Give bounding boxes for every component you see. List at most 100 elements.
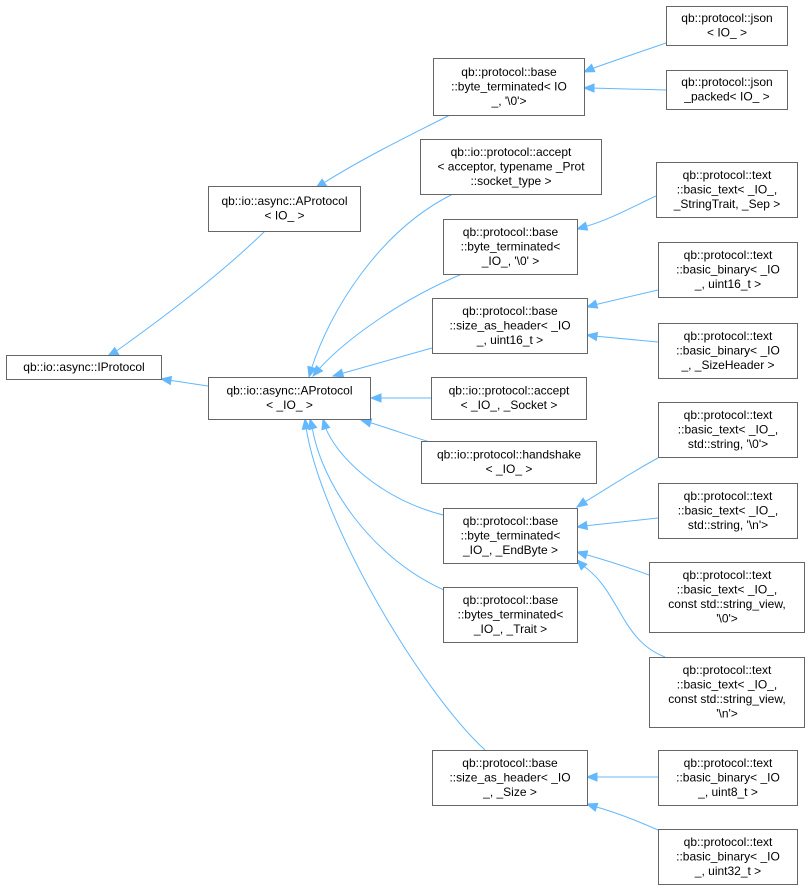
edge-line bbox=[583, 195, 657, 228]
class-node-byte-term-endbyte[interactable]: qb::protocol::base::byte_terminated<_IO_… bbox=[443, 508, 578, 564]
class-node-byte-term-io-0[interactable]: qb::protocol::base::byte_terminated< IO_… bbox=[433, 58, 585, 116]
class-box[interactable] bbox=[208, 377, 371, 420]
class-node-basic-text-sv-n[interactable]: qb::protocol::text::basic_text< _IO_,con… bbox=[649, 657, 805, 728]
class-label-line: _, uint16_t > bbox=[476, 333, 543, 347]
class-node-bytes-terminated[interactable]: qb::protocol::base::bytes_terminated<_IO… bbox=[443, 587, 578, 643]
edge-arrowhead bbox=[369, 393, 382, 403]
class-box[interactable] bbox=[421, 441, 597, 484]
edge-arrowhead bbox=[159, 375, 173, 386]
class-node-handshake[interactable]: qb::io::protocol::handshake< _IO_ > bbox=[421, 441, 597, 484]
class-box[interactable] bbox=[658, 829, 798, 885]
edge-arrowhead bbox=[106, 346, 120, 357]
class-node-basic-text-sv-0[interactable]: qb::protocol::text::basic_text< _IO_,con… bbox=[649, 562, 805, 633]
class-label-line: ::size_as_header< _IO bbox=[449, 318, 570, 332]
class-box[interactable] bbox=[658, 483, 798, 539]
edge-arrowhead bbox=[582, 63, 596, 73]
inheritance-edge bbox=[159, 375, 209, 387]
class-label-line: '\0'> bbox=[716, 612, 738, 626]
class-label-line: qb::protocol::text bbox=[684, 489, 773, 503]
class-label-line: qb::io::async::AProtocol bbox=[221, 194, 347, 208]
class-label-line: ::byte_terminated< bbox=[461, 528, 561, 542]
class-box[interactable] bbox=[666, 70, 788, 110]
class-node-iprotocol[interactable]: qb::io::async::IProtocol bbox=[6, 355, 162, 380]
class-label-line: ::basic_text< _IO_, bbox=[677, 583, 777, 597]
class-box[interactable] bbox=[658, 750, 798, 806]
class-label-line: const std::string_view, bbox=[668, 692, 785, 706]
class-box[interactable] bbox=[6, 355, 162, 380]
class-node-aprotocol-io-[interactable]: qb::io::async::AProtocol< IO_ > bbox=[208, 186, 361, 232]
class-box[interactable] bbox=[658, 242, 798, 298]
class-box[interactable] bbox=[656, 162, 798, 218]
class-label-line: < _IO_, _Socket > bbox=[461, 398, 558, 412]
edge-arrowhead bbox=[575, 497, 589, 508]
class-label-line: qb::io::protocol::handshake bbox=[437, 448, 581, 462]
inheritance-edge bbox=[321, 417, 448, 517]
class-label-line: qb::io::async::AProtocol bbox=[226, 384, 352, 398]
edge-line bbox=[114, 230, 266, 353]
inheritance-edge bbox=[312, 273, 463, 378]
class-box[interactable] bbox=[431, 377, 587, 420]
class-box[interactable] bbox=[658, 402, 798, 458]
class-node-aprotocol--io-[interactable]: qb::io::async::AProtocol< _IO_ > bbox=[208, 377, 371, 420]
edge-line bbox=[583, 517, 659, 527]
class-node-size-header-size[interactable]: qb::protocol::base::size_as_header< _IO_… bbox=[432, 750, 588, 806]
class-box[interactable] bbox=[432, 750, 588, 806]
class-node-basic-binary-sizeheader[interactable]: qb::protocol::text::basic_binary< _IO_, … bbox=[658, 323, 798, 379]
class-label-line: ::bytes_terminated< bbox=[458, 607, 564, 621]
class-label-line: std::string, '\n'> bbox=[688, 518, 768, 532]
class-label-line: ::basic_binary< _IO bbox=[676, 770, 780, 784]
class-label-line: ::basic_text< _IO_, bbox=[678, 503, 778, 517]
edge-line bbox=[593, 335, 659, 343]
class-box[interactable] bbox=[443, 508, 578, 564]
class-label-line: qb::protocol::text bbox=[684, 835, 773, 849]
class-box[interactable] bbox=[420, 139, 602, 195]
class-box[interactable] bbox=[432, 298, 588, 354]
class-label-line: ::basic_text< _IO_, bbox=[677, 678, 777, 692]
class-label-line: qb::protocol::text bbox=[683, 568, 772, 582]
class-node-basic-binary-u32[interactable]: qb::protocol::text::basic_binary< _IO_, … bbox=[658, 829, 798, 885]
class-label-line: qb::protocol::text bbox=[684, 408, 773, 422]
class-node-accept-acceptor[interactable]: qb::io::protocol::accept< acceptor, type… bbox=[420, 139, 602, 195]
class-box[interactable] bbox=[443, 587, 578, 643]
edge-line bbox=[311, 425, 452, 594]
class-box[interactable] bbox=[649, 657, 805, 728]
class-label-line: qb::io::protocol::accept bbox=[449, 384, 570, 398]
class-label-line: _IO_, _EndByte > bbox=[462, 543, 558, 557]
inheritance-edge bbox=[582, 83, 667, 93]
class-box[interactable] bbox=[208, 186, 361, 232]
edge-line bbox=[317, 273, 463, 371]
class-label-line: ::basic_binary< _IO bbox=[676, 343, 780, 357]
class-label-line: ::size_as_header< _IO bbox=[449, 770, 570, 784]
class-label-line: qb::protocol::base bbox=[461, 65, 557, 79]
inheritance-edge bbox=[575, 457, 659, 508]
edge-arrowhead bbox=[585, 802, 599, 812]
edge-arrowhead bbox=[321, 417, 331, 431]
inheritance-edge bbox=[575, 195, 657, 231]
class-label-line: qb::protocol::text bbox=[684, 756, 773, 770]
class-node-json[interactable]: qb::protocol::json< IO_ > bbox=[666, 6, 788, 46]
edge-line bbox=[305, 426, 486, 751]
class-label-line: qb::protocol::json bbox=[681, 75, 772, 89]
inheritance-edge bbox=[331, 347, 433, 378]
class-box[interactable] bbox=[666, 6, 788, 46]
class-node-size-header-u16[interactable]: qb::protocol::base::size_as_header< _IO_… bbox=[432, 298, 588, 354]
edge-line bbox=[321, 114, 451, 185]
class-label-line: qb::protocol::text bbox=[684, 248, 773, 262]
class-label-line: qb::protocol::base bbox=[463, 514, 559, 528]
class-node-basic-text-string-n[interactable]: qb::protocol::text::basic_text< _IO_,std… bbox=[658, 483, 798, 539]
edge-line bbox=[167, 379, 209, 387]
class-node-byte-term--io-0[interactable]: qb::protocol::base::byte_terminated<_IO_… bbox=[443, 219, 578, 275]
class-box[interactable] bbox=[658, 323, 798, 379]
class-box[interactable] bbox=[443, 219, 578, 275]
class-box[interactable] bbox=[433, 58, 585, 116]
edge-arrowhead bbox=[301, 417, 311, 430]
inheritance-edge bbox=[582, 42, 667, 73]
class-node-basic-binary-u16[interactable]: qb::protocol::text::basic_binary< _IO_, … bbox=[658, 242, 798, 298]
inheritance-edge bbox=[576, 559, 666, 658]
class-node-basic-text-sep[interactable]: qb::protocol::text::basic_text< _IO_,_St… bbox=[656, 162, 798, 218]
class-node-accept-socket[interactable]: qb::io::protocol::accept< _IO_, _Socket … bbox=[431, 377, 587, 420]
class-node-basic-binary-u8[interactable]: qb::protocol::text::basic_binary< _IO_, … bbox=[658, 750, 798, 806]
class-node-basic-text-string-0[interactable]: qb::protocol::text::basic_text< _IO_,std… bbox=[658, 402, 798, 458]
class-box[interactable] bbox=[649, 562, 805, 633]
class-node-json-packed[interactable]: qb::protocol::json_packed< IO_ > bbox=[666, 70, 788, 110]
